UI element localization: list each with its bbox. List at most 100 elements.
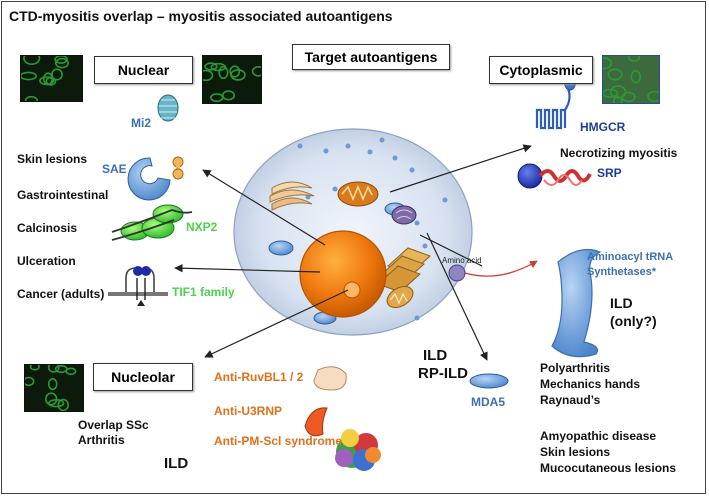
nucleolar-feature: Overlap SSc bbox=[78, 418, 149, 432]
mitochondrion-top bbox=[337, 181, 379, 207]
nuclear-feature: Skin lesions bbox=[17, 152, 88, 166]
nucleolar-antigen: Anti-PM-Scl syndrome bbox=[214, 434, 343, 448]
mda5-rp-ild: RP-ILD bbox=[418, 365, 468, 382]
tif1-label: TIF1 family bbox=[172, 285, 235, 299]
nxp2-protein bbox=[111, 204, 193, 241]
fluorescent-cell bbox=[603, 57, 612, 70]
fluorescent-cell bbox=[25, 376, 35, 387]
fluorescent-cell bbox=[45, 392, 58, 406]
connector-arrows bbox=[174, 144, 532, 361]
fluorescent-cell bbox=[221, 90, 236, 101]
fluorescent-cell bbox=[23, 56, 41, 65]
micrograph-nuclear-right bbox=[202, 55, 262, 104]
golgi bbox=[269, 181, 315, 211]
fluorescent-cell bbox=[607, 68, 623, 81]
trna-synthetase-protein bbox=[551, 249, 602, 358]
fluorescent-cell bbox=[609, 85, 627, 99]
tif1-protein bbox=[108, 266, 168, 306]
fluorescent-cell bbox=[51, 68, 63, 81]
fluorescent-cell bbox=[29, 365, 40, 371]
fluorescent-cell bbox=[628, 56, 641, 62]
fluorescent-cell bbox=[218, 65, 229, 80]
mda5-label: MDA5 bbox=[471, 395, 506, 409]
mda5-feature: Mucocutaneous lesions bbox=[540, 461, 677, 475]
fluorescent-cell bbox=[210, 62, 227, 72]
fluorescent-cell bbox=[47, 378, 58, 391]
nucleolar-box: Nucleolar bbox=[93, 363, 193, 391]
micrograph-nucleolar bbox=[24, 364, 84, 412]
mda5-feature: Skin lesions bbox=[540, 445, 611, 459]
ild-only-line1: ILD bbox=[610, 295, 633, 311]
nuclear-feature: Ulceration bbox=[17, 254, 76, 268]
fluorescent-cell bbox=[603, 88, 619, 98]
amino-acid bbox=[448, 264, 466, 282]
u3rnp-protein bbox=[304, 407, 328, 437]
nuclear-feature: Cancer (adults) bbox=[17, 287, 105, 301]
sae-label: SAE bbox=[102, 162, 127, 176]
ild-only-line2: (only?) bbox=[610, 313, 657, 329]
nuclear-box: Nuclear bbox=[94, 56, 193, 84]
fluorescent-cell bbox=[204, 62, 218, 71]
micrograph-nuclear-left bbox=[20, 55, 83, 102]
amino-acid-arrow bbox=[464, 260, 538, 277]
trna-label-line1: Aminoacyl tRNA bbox=[587, 251, 674, 263]
fluorescent-cell bbox=[203, 69, 214, 82]
er-stack bbox=[377, 247, 431, 293]
fluorescent-cell bbox=[613, 96, 623, 103]
fluorescent-cell bbox=[54, 365, 68, 374]
fluorescent-cell bbox=[65, 367, 77, 376]
fluorescent-cell bbox=[21, 71, 37, 81]
nucleolus bbox=[343, 281, 361, 299]
nuclear-feature: Calcinosis bbox=[17, 221, 78, 235]
micrograph-cells bbox=[21, 56, 69, 101]
fluorescent-cell bbox=[57, 398, 69, 411]
mda5-feature: Mechanics hands bbox=[540, 377, 641, 391]
mda5-feature: Polyarthritis bbox=[540, 361, 611, 375]
nucleus bbox=[299, 230, 387, 318]
figure-title: CTD-myositis overlap – myositis associat… bbox=[9, 8, 393, 24]
fluorescent-cell bbox=[24, 95, 38, 101]
fluorescent-cell bbox=[647, 90, 659, 103]
nucleolar-feature: Arthritis bbox=[78, 433, 125, 447]
nxp2-label: NXP2 bbox=[186, 220, 218, 234]
necrotizing-myositis-label: Necrotizing myositis bbox=[560, 146, 678, 160]
mda5-feature: Amyopathic disease bbox=[540, 429, 657, 443]
endosome-purple bbox=[391, 205, 417, 225]
fluorescent-cell bbox=[230, 69, 246, 81]
ruvbl-protein bbox=[313, 366, 347, 391]
micrograph-cells bbox=[25, 365, 77, 411]
pm-scl-protein bbox=[335, 429, 381, 471]
hmgcr-label: HMGCR bbox=[580, 120, 626, 134]
amino-acid-label: Amino acid bbox=[442, 256, 482, 265]
mda5-ild: ILD bbox=[423, 347, 448, 364]
fluorescent-cell bbox=[47, 365, 60, 373]
vesicle-left bbox=[268, 240, 294, 256]
srp-protein bbox=[517, 163, 592, 189]
mi2-protein bbox=[157, 94, 179, 122]
nucleolar-ild: ILD bbox=[164, 455, 189, 472]
micrograph-cytoplasmic bbox=[602, 55, 660, 104]
fluorescent-cell bbox=[54, 57, 69, 69]
fluorescent-cell bbox=[621, 91, 636, 103]
fluorescent-cell bbox=[229, 65, 241, 78]
srp-label: SRP bbox=[597, 166, 622, 180]
fluorescent-cell bbox=[39, 76, 55, 86]
mda5-protein bbox=[469, 373, 509, 389]
cytoplasmic-box: Cytoplasmic bbox=[489, 56, 593, 84]
fluorescent-cell bbox=[210, 93, 224, 103]
fluorescent-cell bbox=[54, 56, 68, 64]
nuclear-feature: Gastrointestinal bbox=[17, 188, 109, 202]
micrograph-cells bbox=[203, 62, 261, 103]
nucleolar-antigen: Anti-RuvBL1 / 2 bbox=[214, 370, 304, 384]
trna-label-line2: Synthetases* bbox=[587, 266, 657, 278]
fluorescent-cell bbox=[251, 66, 261, 77]
micrograph-cells bbox=[603, 56, 659, 103]
fluorescent-cell bbox=[630, 69, 641, 84]
nucleolar-antigen: Anti-U3RNP bbox=[214, 404, 282, 418]
target-autoantigens-box: Target autoantigens bbox=[292, 44, 450, 70]
mda5-feature: Raynaud’s bbox=[540, 393, 601, 407]
sae-protein bbox=[127, 156, 184, 201]
